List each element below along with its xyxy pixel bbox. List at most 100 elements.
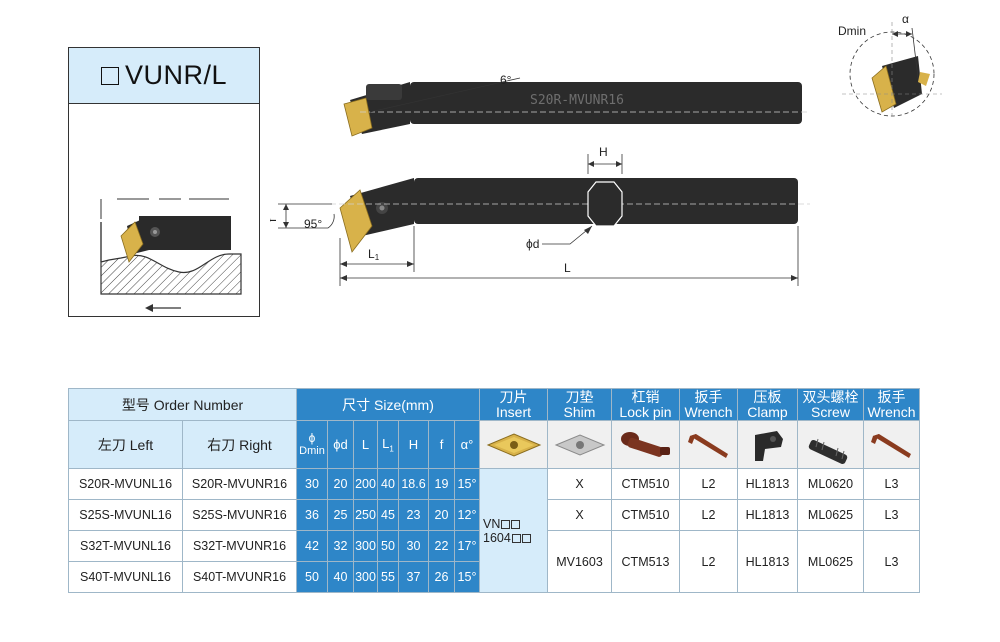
- bar-engraving: S20R-MVUNR16: [530, 93, 624, 108]
- L-cell: 250: [353, 499, 378, 531]
- shim-cell: X: [547, 468, 612, 500]
- shim-image-cell: [547, 420, 612, 469]
- dmin-cell: 30: [296, 468, 328, 500]
- table-row: S40T-MVUNL16 S40T-MVUNR16 50 40 300 55 3…: [68, 561, 920, 593]
- alpha-cell: 12°: [454, 499, 480, 531]
- alpha-label: α: [902, 12, 909, 26]
- placeholder-box-icon: [501, 519, 511, 529]
- shim-image-icon: [554, 433, 605, 456]
- left-order-cell: S40T-MVUNL16: [68, 561, 183, 593]
- lockpin-cell: CTM510: [611, 468, 680, 500]
- left-order-cell: S25S-MVUNL16: [68, 499, 183, 531]
- insert-code-cell: VN 1604: [479, 468, 548, 593]
- top-tool-body: [410, 82, 802, 124]
- H-cell: 37: [398, 561, 429, 593]
- col-f-header: f: [428, 420, 455, 469]
- wrench-2-cell: L3: [863, 499, 920, 531]
- top-angle-label: 6°: [500, 73, 512, 87]
- right-order-cell: S25S-MVUNR16: [182, 499, 297, 531]
- wrench-image-cell: [679, 420, 738, 469]
- f-cell: 26: [428, 561, 455, 593]
- clamp-cell: HL1813: [737, 468, 798, 500]
- L1-cell: 55: [377, 561, 399, 593]
- dmin-cell: 50: [296, 561, 328, 593]
- wrench-2-cell: L3: [863, 530, 920, 593]
- L-cell: 300: [353, 530, 378, 562]
- top-insert-shape: [343, 97, 373, 137]
- wrench-2-cell: L3: [863, 468, 920, 500]
- insert-image-cell: [479, 420, 548, 469]
- clamp-image-cell: [737, 420, 798, 469]
- wrench-cell: L2: [679, 499, 738, 531]
- col-phid-header: ϕd: [327, 420, 354, 469]
- dim-phid-label: ϕd: [526, 237, 539, 251]
- wrench-cell: L2: [679, 468, 738, 500]
- table-row: S25S-MVUNL16 S25S-MVUNR16 36 25 250 45 2…: [68, 499, 920, 531]
- product-code: VUNR/L: [124, 60, 228, 90]
- dmin-label: Dmin: [838, 24, 866, 38]
- checkbox-square-icon: [100, 66, 119, 85]
- L1-cell: 50: [377, 530, 399, 562]
- shim-cell: X: [547, 499, 612, 531]
- right-order-cell: S40T-MVUNR16: [182, 561, 297, 593]
- left-order-cell: S32T-MVUNL16: [68, 530, 183, 562]
- left-order-cell: S20R-MVUNL16: [68, 468, 183, 500]
- screw-image-cell: [797, 420, 864, 469]
- profile-box: VUNR/L: [68, 47, 260, 317]
- right-header: 右刀 Right: [182, 420, 297, 469]
- bottom-insert-shape: [339, 189, 373, 253]
- alpha-cell: 15°: [454, 468, 480, 500]
- screw-cell: ML0625: [797, 530, 864, 593]
- clamp-image-icon: [754, 430, 783, 461]
- product-title: VUNR/L: [69, 48, 259, 104]
- placeholder-box-icon: [511, 533, 521, 543]
- detail-insert-shape: [871, 65, 897, 113]
- col-L1-header: L1: [377, 420, 399, 469]
- screw-cell: ML0625: [797, 499, 864, 531]
- dmin-cell: 36: [296, 499, 328, 531]
- insert-shape: [120, 221, 144, 263]
- lead-angle-label: 95°: [304, 217, 322, 231]
- wrench-2-image-icon: [870, 433, 911, 458]
- screw-cell: ML0620: [797, 468, 864, 500]
- lockpin-cell: CTM510: [611, 499, 680, 531]
- f-cell: 19: [428, 468, 455, 500]
- left-header: 左刀 Left: [68, 420, 183, 469]
- col-L-header: L: [353, 420, 378, 469]
- boring-profile-drawing: [100, 198, 242, 312]
- clamp-cell: HL1813: [737, 499, 798, 531]
- col-H-header: H: [398, 420, 429, 469]
- right-order-cell: S32T-MVUNR16: [182, 530, 297, 562]
- col-alpha-header: α°: [454, 420, 480, 469]
- tool-technical-drawing: S20R-MVUNR16 6° H ϕd f 95° L1 L: [270, 73, 810, 286]
- L1-cell: 40: [377, 468, 399, 500]
- H-cell: 30: [398, 530, 429, 562]
- wrench-image-icon: [687, 433, 728, 458]
- placeholder-box-icon: [511, 519, 521, 529]
- lockpin-image-cell: [611, 420, 680, 469]
- dmin-cell: 42: [296, 530, 328, 562]
- table-row: S32T-MVUNL16 S32T-MVUNR16 42 32 300 50 3…: [68, 530, 920, 593]
- alpha-cell: 17°: [454, 530, 480, 562]
- table-row: S20R-MVUNL16 S20R-MVUNR16 30 20 200 40 1…: [68, 468, 920, 593]
- H-cell: 23: [398, 499, 429, 531]
- f-cell: 20: [428, 499, 455, 531]
- alpha-cell: 15°: [454, 561, 480, 593]
- dim-L1-label: L1: [368, 247, 380, 262]
- dim-H-label: H: [599, 145, 608, 159]
- L-cell: 200: [353, 468, 378, 500]
- lockpin-image-icon: [620, 431, 670, 457]
- insert-image-icon: [486, 432, 541, 457]
- L-cell: 300: [353, 561, 378, 593]
